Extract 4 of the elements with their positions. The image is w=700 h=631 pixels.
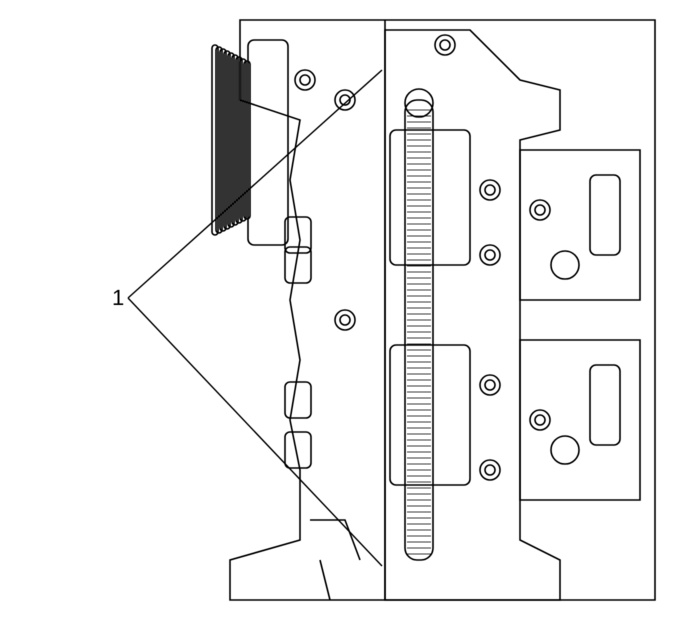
leader-line <box>128 298 382 566</box>
front-cover-drawing <box>384 29 561 601</box>
callout-number: 1 <box>112 286 124 310</box>
leader-line <box>128 69 382 299</box>
